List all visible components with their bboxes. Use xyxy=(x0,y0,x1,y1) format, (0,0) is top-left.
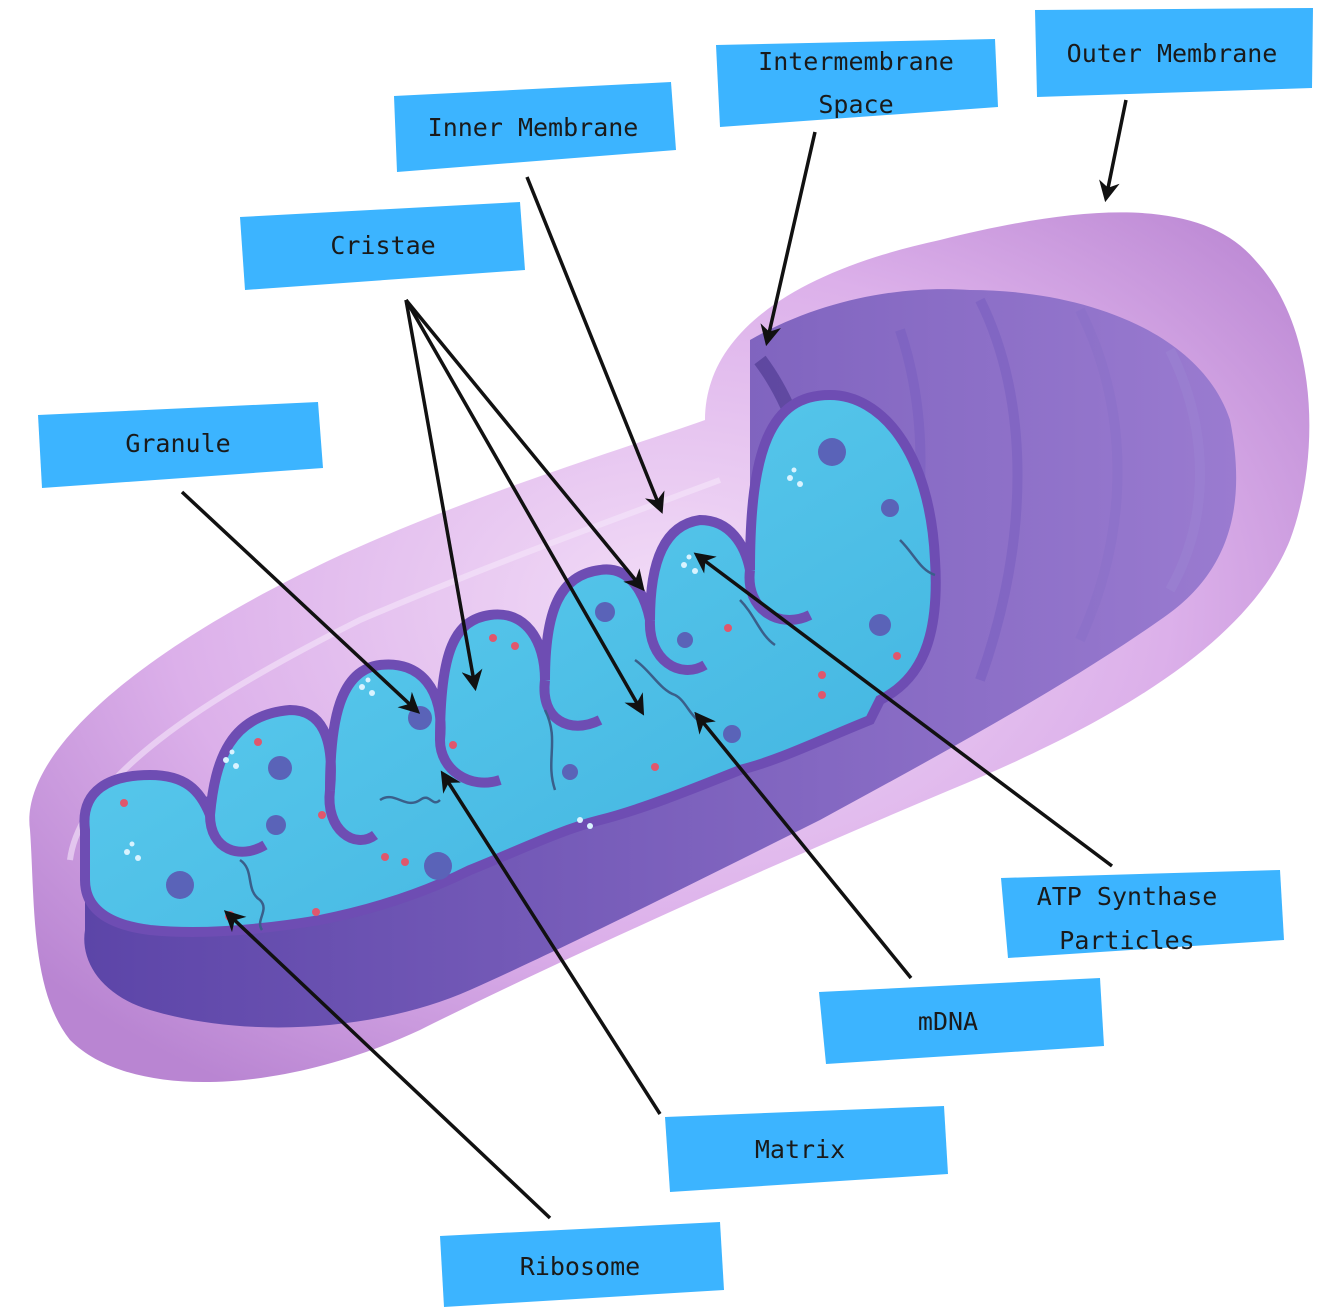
ribosome-dot xyxy=(724,624,732,632)
arrow-outer-membrane xyxy=(1106,100,1126,198)
label-text: Intermembrane xyxy=(758,47,954,76)
ribosome-dot xyxy=(818,691,826,699)
ribosome-dot xyxy=(818,671,826,679)
ribosome-dot xyxy=(651,763,659,771)
ribosome-dot xyxy=(401,858,409,866)
ribosome-dot xyxy=(449,741,457,749)
ribosome-dot xyxy=(120,799,128,807)
ribosome-dot xyxy=(893,652,901,660)
label-matrix: Matrix xyxy=(665,1106,948,1192)
label-mdna: mDNA xyxy=(819,978,1104,1064)
label-text: ATP Synthase xyxy=(1037,882,1218,911)
granule-dot xyxy=(266,815,286,835)
ribosome-dot xyxy=(254,738,262,746)
label-text: Ribosome xyxy=(520,1252,640,1281)
granule-dot xyxy=(166,871,194,899)
label-text: Inner Membrane xyxy=(428,113,639,142)
granule-dot xyxy=(562,764,578,780)
label-text: Space xyxy=(818,90,893,119)
label-text: mDNA xyxy=(918,1007,978,1036)
label-text: Granule xyxy=(125,429,230,458)
label-text: Outer Membrane xyxy=(1067,39,1278,68)
granule-dot xyxy=(869,614,891,636)
granule-dot xyxy=(818,438,846,466)
ribosome-dot xyxy=(489,634,497,642)
label-atp-synthase: ATP Synthase Particles xyxy=(1001,870,1284,958)
granule-dot xyxy=(268,756,292,780)
label-granule: Granule xyxy=(38,402,323,488)
ribosome-dot xyxy=(318,811,326,819)
label-intermembrane-space: Intermembrane Space xyxy=(716,39,998,127)
ribosome-dot xyxy=(381,853,389,861)
label-ribosome: Ribosome xyxy=(440,1222,724,1307)
granule-dot xyxy=(408,706,432,730)
ribosome-dot xyxy=(312,908,320,916)
label-text: Cristae xyxy=(330,231,435,260)
label-text: Particles xyxy=(1059,926,1194,955)
label-inner-membrane: Inner Membrane xyxy=(394,82,676,172)
granule-dot xyxy=(723,725,741,743)
label-outer-membrane: Outer Membrane xyxy=(1035,8,1313,97)
granule-dot xyxy=(424,852,452,880)
granule-dot xyxy=(677,632,693,648)
label-cristae: Cristae xyxy=(240,202,525,290)
granule-dot xyxy=(595,602,615,622)
label-text: Matrix xyxy=(755,1135,845,1164)
granule-dot xyxy=(881,499,899,517)
ribosome-dot xyxy=(511,642,519,650)
